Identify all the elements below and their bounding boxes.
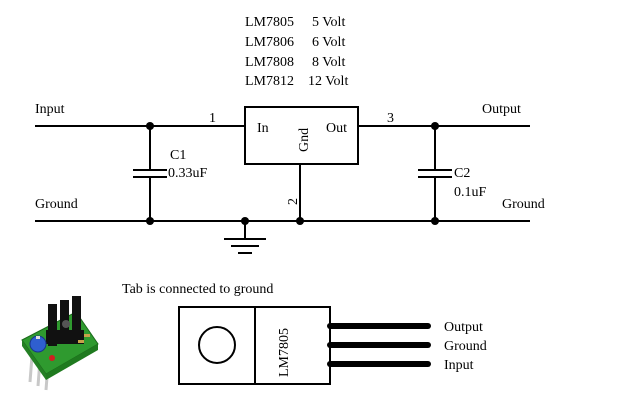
- table-voltage-12v: 12 Volt: [308, 74, 348, 89]
- pin-out-label: Out: [326, 121, 347, 136]
- pin1-number: 1: [209, 111, 216, 126]
- junctions: [146, 122, 439, 225]
- input-label: Input: [35, 102, 65, 117]
- output-label: Output: [482, 102, 521, 117]
- pin2-number: 2: [286, 198, 301, 205]
- c1-name: C1: [170, 148, 186, 163]
- table-voltage-8v: 8 Volt: [312, 55, 345, 70]
- board-led: [49, 355, 55, 361]
- table-voltage-5v: 5 Volt: [312, 15, 345, 30]
- regulator-board-icon: [21, 296, 99, 391]
- junction-c2-bottom: [431, 217, 439, 225]
- regulator-box: [244, 106, 359, 165]
- regulator-table: LM7805 5 Volt LM7806 6 Volt LM7808 8 Vol…: [245, 15, 348, 89]
- package-leads: [327, 323, 431, 367]
- ground-right-label: Ground: [502, 197, 545, 212]
- tab-caption: Tab is connected to ground: [122, 282, 273, 297]
- junction-gnd-pin: [296, 217, 304, 225]
- heatsink: [46, 296, 84, 346]
- junction-ground: [241, 217, 249, 225]
- ground-icon: [224, 221, 266, 254]
- junction-c1-top: [146, 122, 154, 130]
- lead-input-label: Input: [444, 358, 474, 373]
- table-part-lm7808: LM7808: [245, 55, 294, 70]
- c2-value: 0.1uF: [454, 185, 487, 200]
- table-part-lm7812: LM7812: [245, 74, 294, 89]
- schematic-labels: Input Output Ground Ground 1 3 2 In Out …: [35, 102, 545, 212]
- table-part-lm7805: LM7805: [245, 15, 294, 30]
- c1-value: 0.33uF: [168, 166, 208, 181]
- schematic: [35, 106, 530, 254]
- pin-in-label: In: [257, 121, 269, 136]
- table-part-lm7806: LM7806: [245, 35, 294, 50]
- junction-c2-top: [431, 122, 439, 130]
- junction-c1-bottom: [146, 217, 154, 225]
- lead-output-label: Output: [444, 320, 483, 335]
- pin-gnd-label: Gnd: [297, 128, 312, 152]
- table-voltage-6v: 6 Volt: [312, 35, 345, 50]
- mounting-hole: [198, 326, 236, 364]
- to220-package: LM7805 Output Ground Input: [178, 306, 487, 385]
- package-part-label: LM7805: [277, 328, 292, 377]
- ground-left-label: Ground: [35, 197, 78, 212]
- pin3-number: 3: [387, 111, 394, 126]
- c2-name: C2: [454, 166, 470, 181]
- lead-ground-label: Ground: [444, 339, 487, 354]
